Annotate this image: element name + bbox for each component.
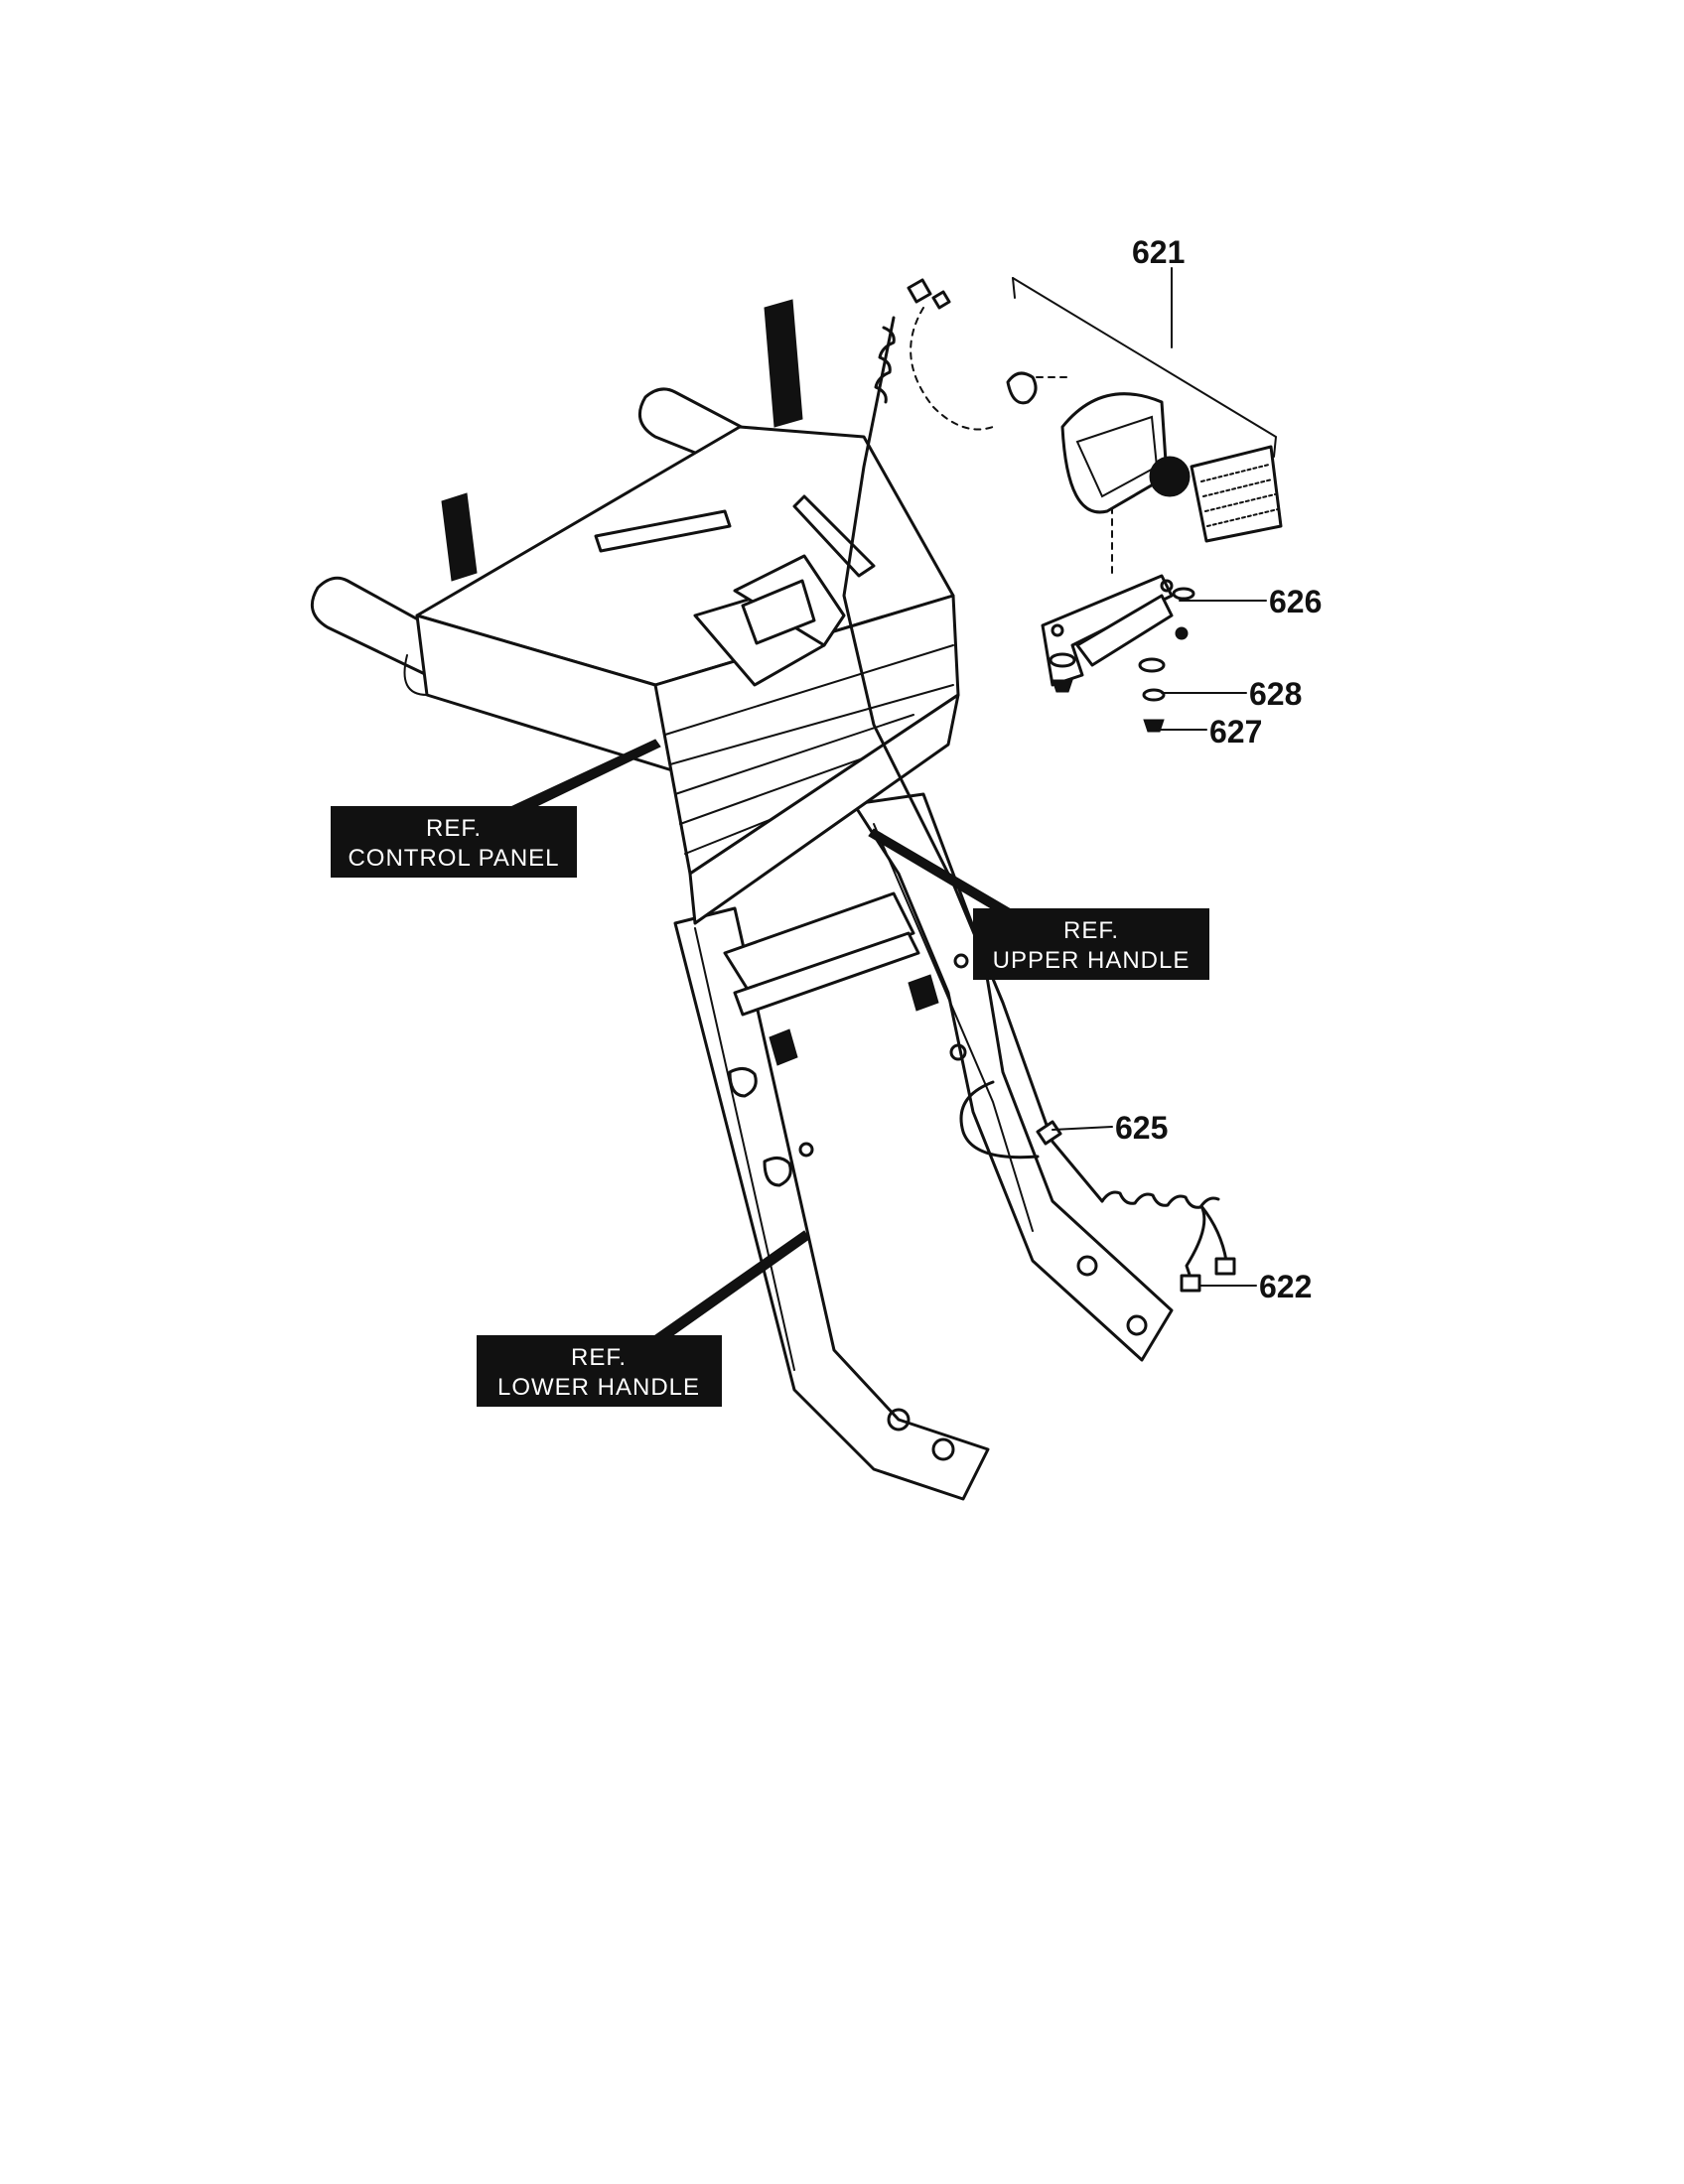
ref-control-panel-line2: CONTROL PANEL xyxy=(348,845,559,872)
callout-626: 626 xyxy=(1269,584,1322,619)
headlight-assembly-drawing xyxy=(907,267,1283,733)
control-panel-drawing xyxy=(310,299,960,925)
ref-lower-handle-line2: LOWER HANDLE xyxy=(497,1374,700,1401)
upper-handle-drawing xyxy=(723,792,1174,1362)
ref-upper-handle-line2: UPPER HANDLE xyxy=(993,947,1191,974)
ref-lower-handle-label: REF. LOWER HANDLE xyxy=(477,1335,722,1407)
ref-control-panel-label: REF. CONTROL PANEL xyxy=(331,806,577,878)
callout-627: 627 xyxy=(1209,714,1262,750)
callout-622: 622 xyxy=(1259,1269,1312,1304)
ref-upper-handle-line1: REF. xyxy=(1063,917,1119,944)
callout-621: 621 xyxy=(1132,234,1185,270)
ref-lower-handle-line1: REF. xyxy=(571,1344,627,1371)
leader-lines xyxy=(505,600,1267,1343)
ref-upper-handle-label: REF. UPPER HANDLE xyxy=(973,908,1209,980)
ref-control-panel-line1: REF. xyxy=(426,815,482,842)
callout-625: 625 xyxy=(1115,1110,1168,1146)
callout-628: 628 xyxy=(1249,676,1302,712)
wire-harness-drawing xyxy=(842,316,1236,1293)
lower-handle-drawing xyxy=(673,906,990,1501)
